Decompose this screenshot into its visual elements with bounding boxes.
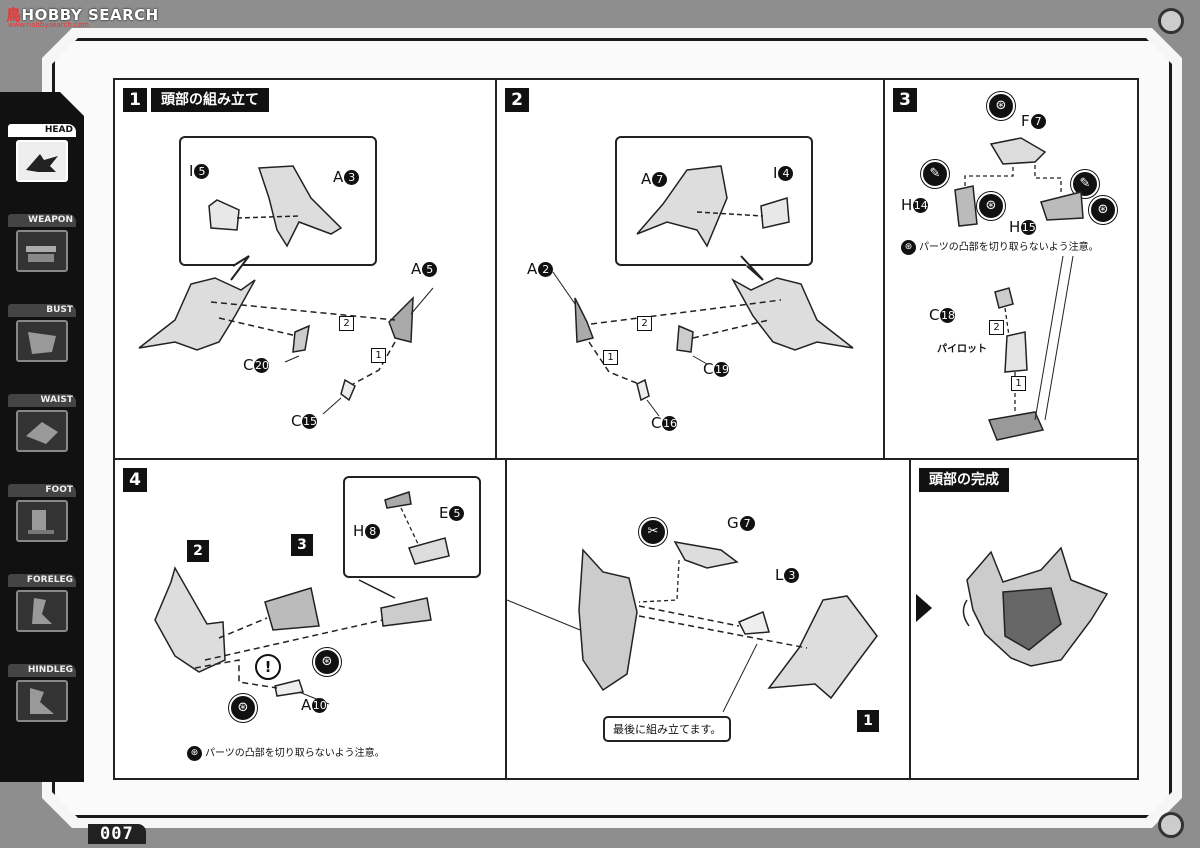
bolt-icon: [1158, 8, 1184, 34]
caution-note: ⊛パーツの凸部を切り取らないよう注意。: [901, 238, 1099, 255]
sidebar-tab-label: HEAD: [8, 124, 76, 137]
head-assembly-drawing: [154, 566, 432, 705]
sequence-marker: 1: [371, 348, 386, 363]
sidebar-tab-head[interactable]: HEAD: [8, 124, 76, 182]
page-number: 007: [88, 824, 146, 844]
step-number: 3: [893, 88, 917, 112]
head-assembly-drawing: [507, 540, 878, 713]
sidebar-tab-label: BUST: [8, 304, 76, 317]
sidebar-tab-foot[interactable]: FOOT: [8, 484, 76, 542]
bolt-icon: [1158, 812, 1184, 838]
hindleg-icon: [16, 680, 68, 722]
completed-head-drawing: [962, 546, 1109, 667]
sidebar: HEAD WEAPON BUST WAIST FOOT FORELEG HIND…: [0, 92, 84, 782]
tool-icon: ✎: [921, 160, 949, 188]
gate-icon: ⊛: [987, 92, 1015, 120]
sidebar-tab-hindleg[interactable]: HINDLEG: [8, 664, 76, 722]
head-assembly-drawing: [552, 255, 854, 417]
sequence-marker: 1: [1011, 376, 1026, 391]
foot-icon: [16, 500, 68, 542]
result-arrow-icon: [916, 594, 932, 622]
waist-icon: [16, 410, 68, 452]
sequence-marker: 1: [603, 350, 618, 365]
gate-icon: ⊛: [1089, 196, 1117, 224]
head-icon: [16, 140, 68, 182]
sub-step-marker: 3: [291, 534, 313, 556]
sub-step-marker: 1: [857, 710, 879, 732]
sub-step-marker: 2: [187, 540, 209, 562]
head-assembly-drawing: [138, 255, 434, 415]
sidebar-tab-waist[interactable]: WAIST: [8, 394, 76, 452]
final-assembly-callout: 最後に組み立てます。: [603, 716, 732, 742]
step-number: 1: [123, 88, 147, 112]
sidebar-tab-foreleg[interactable]: FORELEG: [8, 574, 76, 632]
sequence-marker: 2: [339, 316, 354, 331]
sidebar-tab-label: WEAPON: [8, 214, 76, 227]
gate-icon: ⊛: [229, 694, 257, 722]
warning-icon: !: [255, 654, 281, 680]
step-number: 2: [505, 88, 529, 112]
sidebar-tab-weapon[interactable]: WEAPON: [8, 214, 76, 272]
logo-subtext: www.hobbysearch.com: [8, 21, 89, 29]
bust-icon: [16, 320, 68, 362]
weapon-icon: [16, 230, 68, 272]
cut-icon: ✂: [639, 518, 667, 546]
pilot-label: パイロット: [937, 344, 987, 355]
step-title: 頭部の完成: [919, 468, 1009, 492]
step-number: 4: [123, 468, 147, 492]
sidebar-tab-label: FOOT: [8, 484, 76, 497]
sequence-marker: 2: [989, 320, 1004, 335]
sidebar-tab-bust[interactable]: BUST: [8, 304, 76, 362]
caution-note: ⊛パーツの凸部を切り取らないよう注意。: [187, 744, 385, 761]
gate-icon: ⊛: [977, 192, 1005, 220]
gate-icon: ⊛: [901, 239, 916, 255]
gate-icon: ⊛: [187, 745, 202, 761]
step-title: 頭部の組み立て: [151, 88, 269, 112]
logo: 鳥HOBBY SEARCH: [6, 6, 159, 24]
foreleg-icon: [16, 590, 68, 632]
sidebar-tab-label: FORELEG: [8, 574, 76, 587]
gate-icon: ⊛: [313, 648, 341, 676]
head-complete-panel: 頭部の完成: [909, 458, 1139, 780]
sidebar-tab-label: WAIST: [8, 394, 76, 407]
sidebar-tab-label: HINDLEG: [8, 664, 76, 677]
pilot-assembly-drawing: [954, 137, 1084, 441]
sequence-marker: 2: [637, 316, 652, 331]
